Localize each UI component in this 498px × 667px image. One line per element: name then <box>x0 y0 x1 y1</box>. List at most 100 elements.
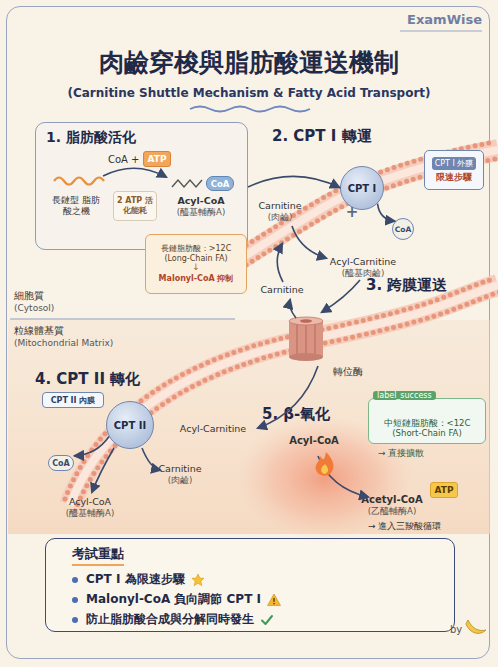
subtitle: (Carnitine Shuttle Mechanism & Fatty Aci… <box>0 86 498 100</box>
flow-arrow <box>378 204 396 222</box>
section-heading: 5. β-氧化 <box>262 405 372 423</box>
region-label: 細胞質 <box>14 290 94 302</box>
static-arrows-part <box>142 448 160 470</box>
check-icon <box>260 613 274 627</box>
static-arrows-part <box>290 300 296 318</box>
energy-box: 2 ATP 活化能耗 <box>113 191 157 221</box>
matrix-area <box>8 320 490 534</box>
key-points-box: 考試重點 CPT I 為限速步驟 Malonyl-CoA 負向調節 CPT I 防止脂… <box>45 538 455 632</box>
warning-shape <box>267 594 280 606</box>
molecule-label: Carnitine <box>252 284 312 295</box>
flame-icon-part <box>316 452 334 476</box>
check-shape <box>262 616 272 624</box>
translocase-channel-part-part <box>289 317 323 325</box>
reaction-text: CoA + <box>108 154 142 166</box>
node-text: 考試重點 <box>72 545 124 566</box>
molecule-label: (乙醯輔酶A) <box>350 506 434 516</box>
static-arrows-part <box>318 456 368 497</box>
node-text: 中短鏈脂肪酸：<12C (Short-Chain FA) <box>373 418 481 439</box>
coa-circle: CoA <box>392 218 414 240</box>
bullet-dot <box>72 617 78 623</box>
static-arrows-part <box>277 244 283 282</box>
bullet-dot <box>72 597 78 603</box>
atp-badge: ATP <box>143 151 171 167</box>
molecule-label: (肉鹼) <box>250 212 310 222</box>
note-text: → 直接擴散 <box>378 448 478 459</box>
inner-membrane-part <box>70 285 498 505</box>
inner-membrane-part <box>70 285 498 505</box>
point-row: 防止脂肪酸合成與分解同時發生 <box>72 611 274 628</box>
translocase-channel-part-part <box>314 322 316 358</box>
enzyme-note-box: CPT I 外膜限速步驟 <box>424 150 484 190</box>
translocase-channel-part-part <box>300 319 312 323</box>
atp-badge: ATP <box>430 482 458 498</box>
outer-membrane-part <box>225 150 498 268</box>
static-arrows-part <box>92 448 114 492</box>
star-shape <box>192 574 204 586</box>
flame-icon <box>316 452 334 476</box>
molecule-label: Acyl-CoA <box>170 195 232 206</box>
brand-name: ExamWise <box>400 12 482 28</box>
node-text: CPT II 內膜 <box>51 395 96 406</box>
translocase-channel-part-part <box>296 322 298 358</box>
callout-box: 長鏈脂肪酸：>12C (Long-Chain FA)↓Malonyl-CoA 抑… <box>145 234 247 294</box>
enzyme-circle: CPT II <box>106 401 154 449</box>
point-row: CPT I 為限速步驟 <box>72 571 205 588</box>
flow-arrow <box>74 437 109 456</box>
brand-underline <box>400 31 482 32</box>
section-heading: 2. CPT I 轉運 <box>272 127 422 145</box>
banana-icon <box>466 620 486 633</box>
flame-icon-part <box>321 464 328 474</box>
inner-membrane-part <box>75 291 498 511</box>
enzyme-note-box: CPT II 內膜 <box>42 392 104 408</box>
translocase-channel-part <box>287 316 325 362</box>
outer-membrane-part <box>228 158 498 276</box>
warning-dot <box>273 602 275 604</box>
node-text: 1. 脂肪酸活化 <box>46 129 136 147</box>
node-text: ATP <box>434 485 453 495</box>
note-box: label_success中短鏈脂肪酸：<12C (Short-Chain FA… <box>368 398 486 444</box>
molecule-label: Acyl-CoA <box>282 435 346 447</box>
outer-membrane-part <box>225 150 498 268</box>
node-text: 轉位酶 <box>333 366 363 379</box>
flow-arrow <box>248 176 340 187</box>
node-text: 長鏈脂肪酸：>12C (Long-Chain FA) <box>149 244 243 263</box>
section-heading: 3. 跨膜運送 <box>366 276 490 294</box>
molecule-label: 長鏈型 脂肪酸之機 <box>50 195 102 217</box>
outer-membrane-part <box>222 142 495 260</box>
section-box: 1. 脂肪酸活化 ATP 2 ATP 活化能耗 CoA <box>35 122 248 250</box>
node-text: 限速步驟 <box>436 172 472 184</box>
inner-membrane <box>65 279 498 511</box>
node-text: 防止脂肪酸合成與分解同時發生 <box>86 611 254 628</box>
diagram-title: 肉鹼穿梭與脂肪酸運送機制 <box>0 46 498 79</box>
outer-membrane <box>222 142 498 276</box>
translocase-channel-part-part <box>289 353 323 361</box>
title-wave <box>190 107 310 112</box>
node-text: CPT I 外膜 <box>432 157 477 170</box>
node-text: 2 ATP 活化能耗 <box>114 196 156 216</box>
banana-icon-part <box>466 620 486 633</box>
warn-icon <box>267 593 281 607</box>
molecule-label: (肉鹼) <box>150 475 210 485</box>
molecule-label: (醯基輔酶A) <box>50 508 130 518</box>
node-text: label_success <box>373 391 436 400</box>
node-text: CoA <box>211 179 230 189</box>
region-label: (Cytosol) <box>14 303 94 314</box>
coa-tag: CoA <box>206 176 234 191</box>
point-row: Malonyl-CoA 負向調節 CPT I <box>72 591 281 608</box>
node-text: CoA <box>395 225 411 234</box>
note-text: → 進入三羧酸循環 <box>368 521 492 532</box>
star-icon <box>191 573 205 587</box>
static-arrows-part <box>292 226 326 258</box>
molecule-label: Acetyl-CoA <box>350 494 434 506</box>
node-text: Malonyl-CoA 抑制 <box>159 273 234 284</box>
node-text: CPT II <box>114 420 146 431</box>
molecule-label: Acyl-Carnitine <box>316 256 410 267</box>
warning-mark <box>273 598 274 602</box>
static-arrows-part <box>322 280 360 312</box>
molecule-label: Acyl-CoA <box>55 496 125 507</box>
node-text: ATP <box>147 154 166 164</box>
node-text: CPT I 為限速步驟 <box>86 571 185 588</box>
node-text: Malonyl-CoA 負向調節 CPT I <box>86 591 261 608</box>
